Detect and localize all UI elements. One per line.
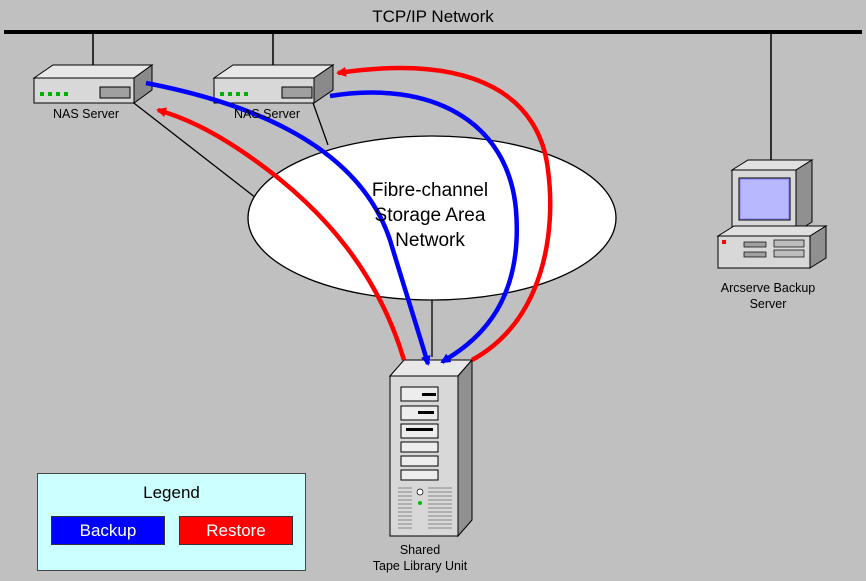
backup-arrow-nas2 xyxy=(329,90,520,364)
san-label: Fibre-channel Storage Area Network xyxy=(330,178,530,253)
restore-arrow-nas1 xyxy=(156,107,407,361)
tape-library-label-line-1: Shared xyxy=(399,543,441,557)
tape-library-label-line-2: Tape Library Unit xyxy=(372,559,468,573)
restore-flow-arrows xyxy=(156,65,553,362)
tape-library-tower-icon xyxy=(388,358,474,538)
backup-arrow-nas1 xyxy=(145,80,431,366)
restore-arrow-nas2 xyxy=(336,65,553,362)
backup-server-computer-icon xyxy=(716,159,828,269)
tcpip-network-bus xyxy=(4,30,862,160)
san-label-line-3: Network xyxy=(395,230,465,251)
legend-restore-key: Restore xyxy=(179,516,293,545)
legend-box: Legend Backup Restore xyxy=(37,473,306,571)
san-label-line-1: Fibre-channel xyxy=(371,180,489,201)
nas-server-2-label: NAS Server xyxy=(234,107,300,121)
san-links xyxy=(129,99,433,357)
nas-server-1-label: NAS Server xyxy=(53,107,119,121)
backup-server-label: Arcserve Backup Server xyxy=(700,280,836,312)
tape-library-label: Shared Tape Library Unit xyxy=(350,542,490,574)
backup-flow-arrows xyxy=(145,80,520,366)
san-ellipse xyxy=(247,135,617,301)
nas-server-1-icon xyxy=(32,64,154,104)
backup-server-label-line-2: Server xyxy=(749,297,787,311)
legend-backup-key: Backup xyxy=(51,516,165,545)
san-label-line-2: Storage Area xyxy=(374,205,486,226)
nas-server-2-icon xyxy=(212,64,335,104)
backup-server-label-line-1: Arcserve Backup xyxy=(720,281,816,295)
legend-title: Legend xyxy=(143,483,200,502)
network-title: TCP/IP Network xyxy=(372,7,494,26)
